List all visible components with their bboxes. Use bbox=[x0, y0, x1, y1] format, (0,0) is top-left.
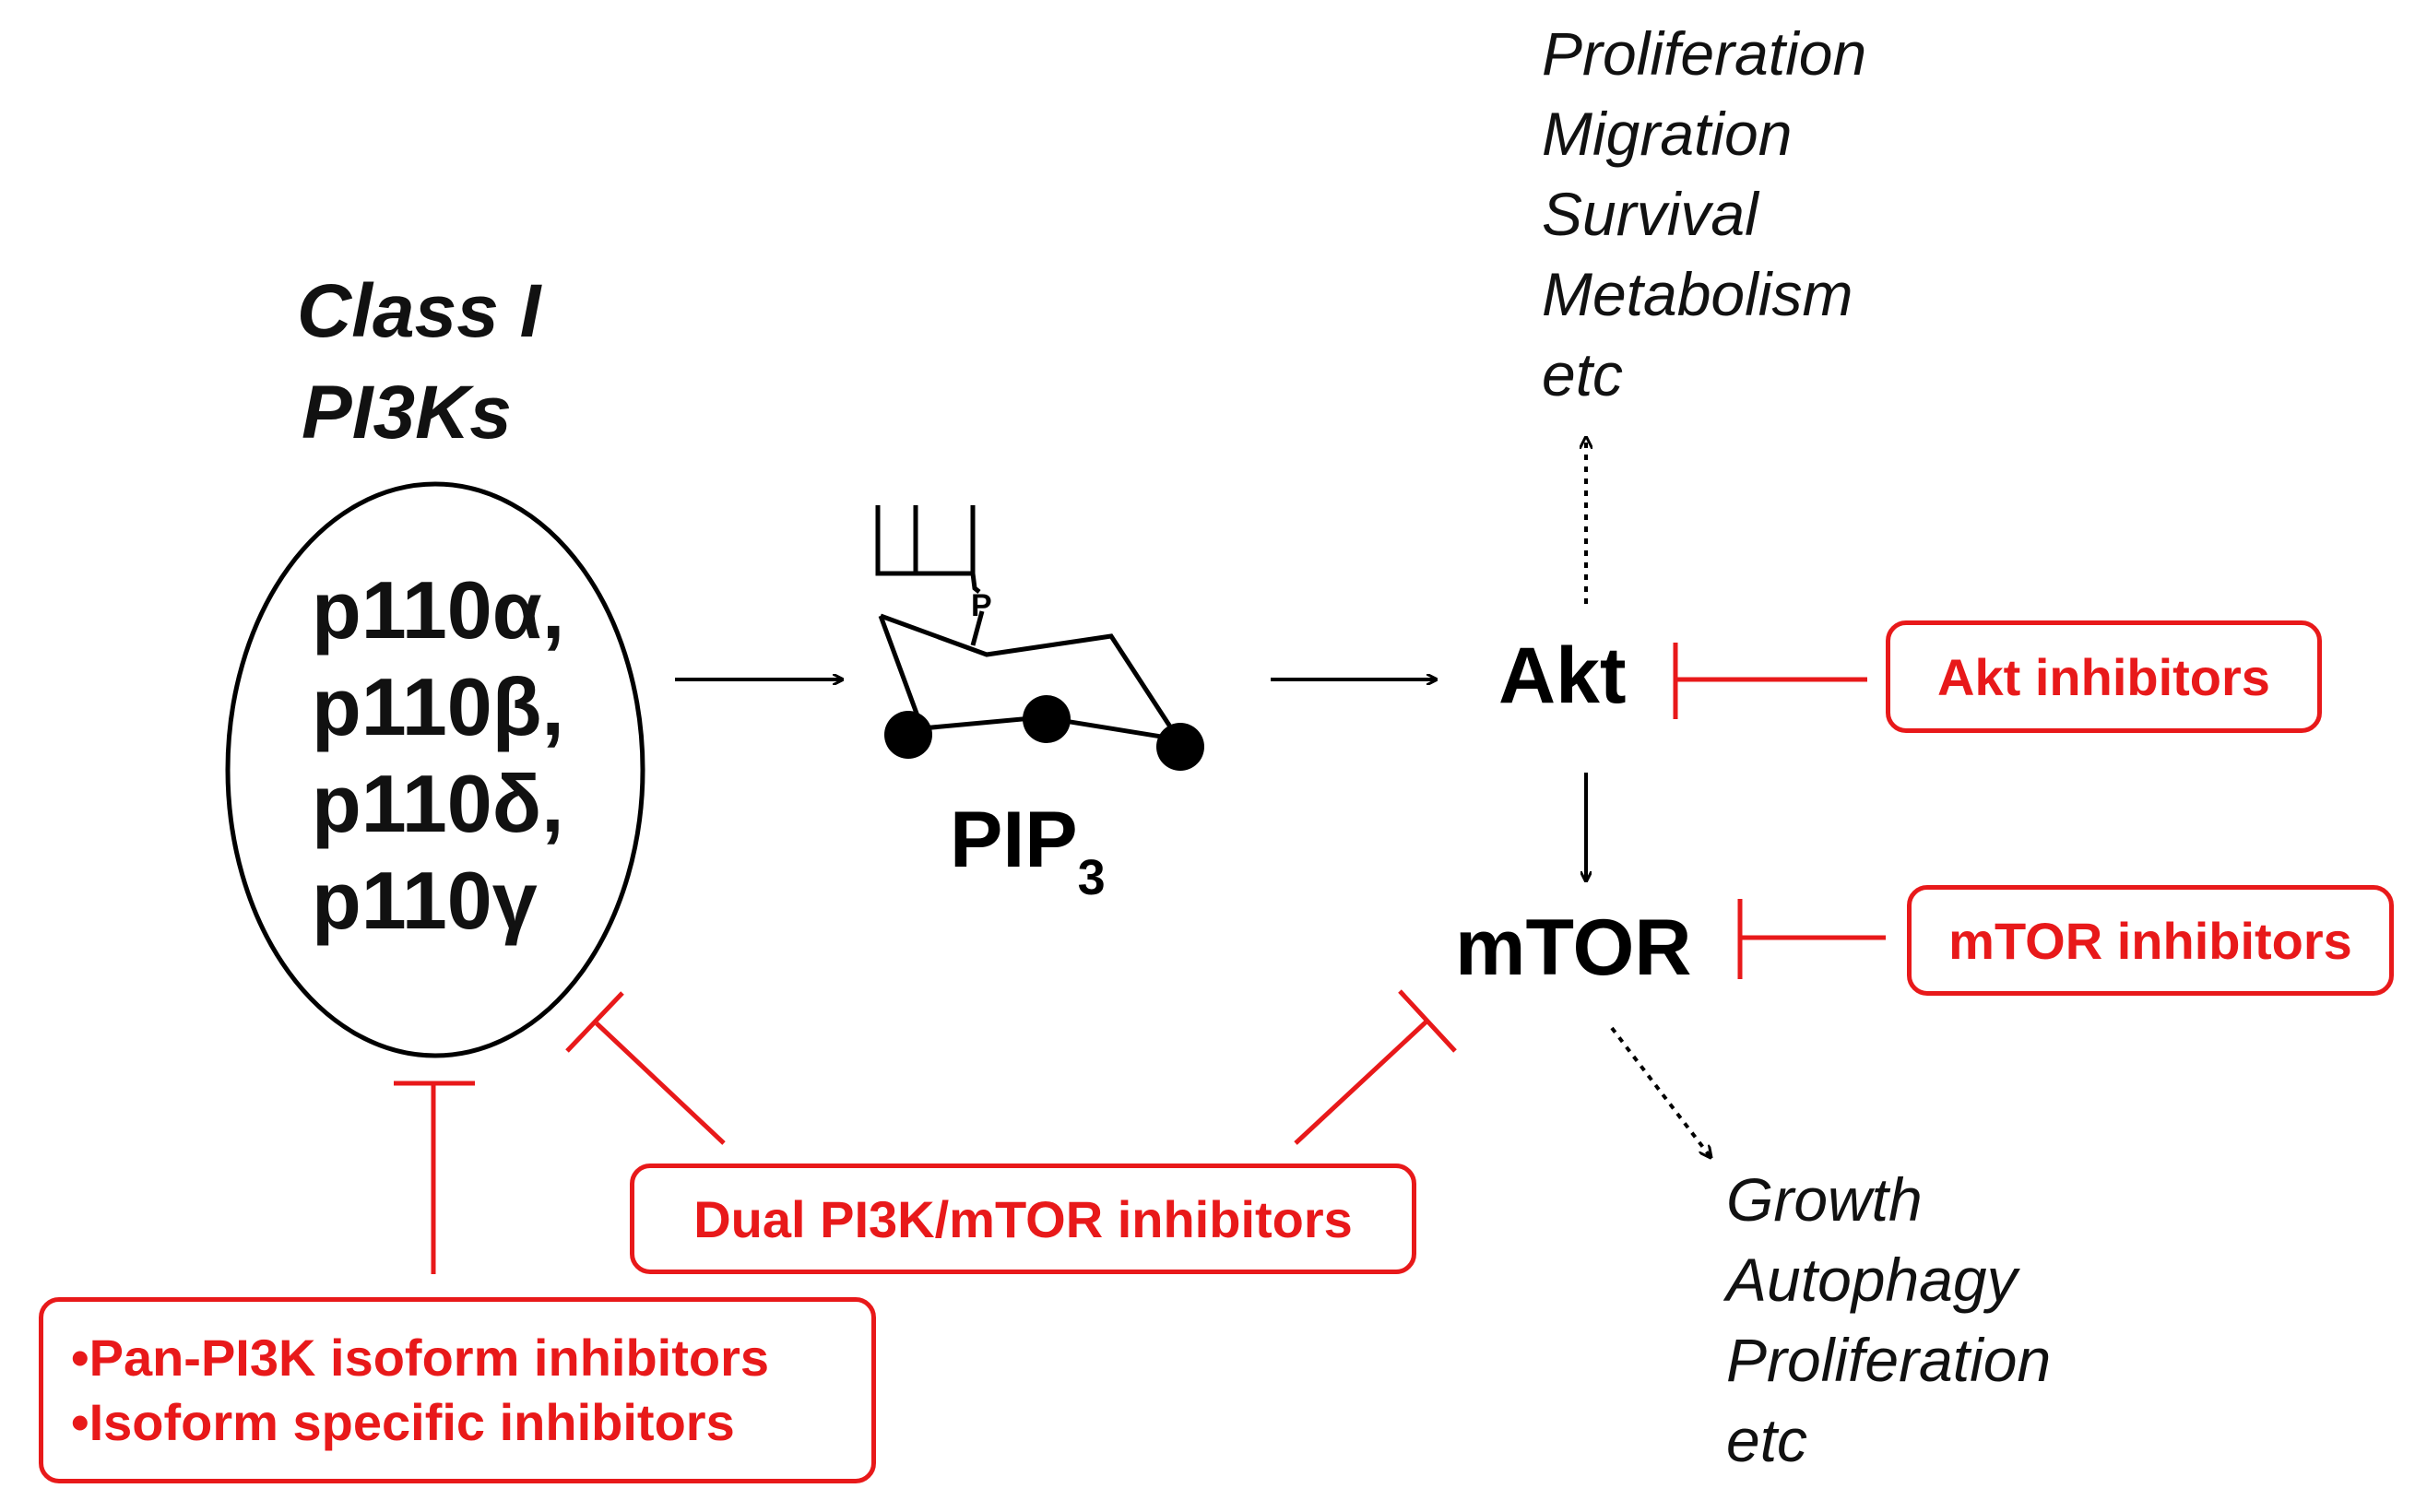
isoform-beta: p110β, bbox=[312, 661, 564, 752]
inhibit-line-dual-pi3k bbox=[595, 1022, 726, 1145]
mtor-label: mTOR bbox=[1455, 904, 1692, 992]
isoform-delta: p110δ, bbox=[312, 758, 564, 849]
akt-output-migration: Migration bbox=[1542, 100, 1793, 168]
dotted-arrow-mtor-outputs bbox=[1610, 1026, 1711, 1157]
isoform-alpha: p110α, bbox=[312, 564, 565, 656]
mtor-output-etc: etc bbox=[1726, 1406, 1808, 1474]
pip3-name: PIP bbox=[950, 796, 1078, 884]
pi3k-title-line1: Class I bbox=[297, 269, 541, 353]
mtor-inhibitors-box: mTOR inhibitors bbox=[1907, 885, 2394, 996]
pan-pi3k-isoform-inhibitors-item: •Pan-PI3K isoform inhibitors bbox=[71, 1329, 770, 1387]
inhibit-line-dual-mtor bbox=[1294, 1019, 1429, 1145]
isoform-specific-inhibitors-item: •Isoform specific inhibitors bbox=[71, 1393, 735, 1451]
pip3-phosphate-label: P bbox=[971, 588, 992, 623]
akt-output-proliferation: Proliferation bbox=[1542, 19, 1867, 88]
pip3-subscript: 3 bbox=[1077, 850, 1106, 905]
pi3k-title-line2: PI3Ks bbox=[302, 371, 512, 455]
akt-inhibitors-box: Akt inhibitors bbox=[1886, 620, 2322, 733]
isoform-gamma: p110γ bbox=[312, 855, 538, 946]
pan-pi3k-inhibitors-box: •Pan-PI3K isoform inhibitors •Isoform sp… bbox=[39, 1297, 876, 1483]
mtor-output-proliferation: Proliferation bbox=[1726, 1326, 2052, 1394]
akt-output-survival: Survival bbox=[1542, 180, 1758, 248]
pip3-atom-right bbox=[1156, 723, 1204, 771]
akt-label: Akt bbox=[1498, 632, 1627, 720]
pi3k-ellipse bbox=[225, 481, 645, 1058]
dual-pi3k-mtor-inhibitors-box: Dual PI3K/mTOR inhibitors bbox=[630, 1164, 1416, 1274]
mtor-output-growth: Growth bbox=[1726, 1165, 1923, 1234]
akt-output-metabolism: Metabolism bbox=[1542, 260, 1853, 328]
pip3-label: PIP3 bbox=[950, 800, 1106, 903]
inhibit-bar-dual-mtor bbox=[1398, 989, 1457, 1053]
inhibit-bar-dual-pi3k bbox=[565, 991, 624, 1053]
pip3-atom-middle bbox=[1023, 695, 1071, 743]
pip3-molecule-icon bbox=[875, 505, 1181, 742]
pip3-atom-left bbox=[884, 711, 932, 759]
akt-output-etc: etc bbox=[1542, 340, 1624, 408]
mtor-output-autophagy: Autophagy bbox=[1726, 1246, 2018, 1314]
